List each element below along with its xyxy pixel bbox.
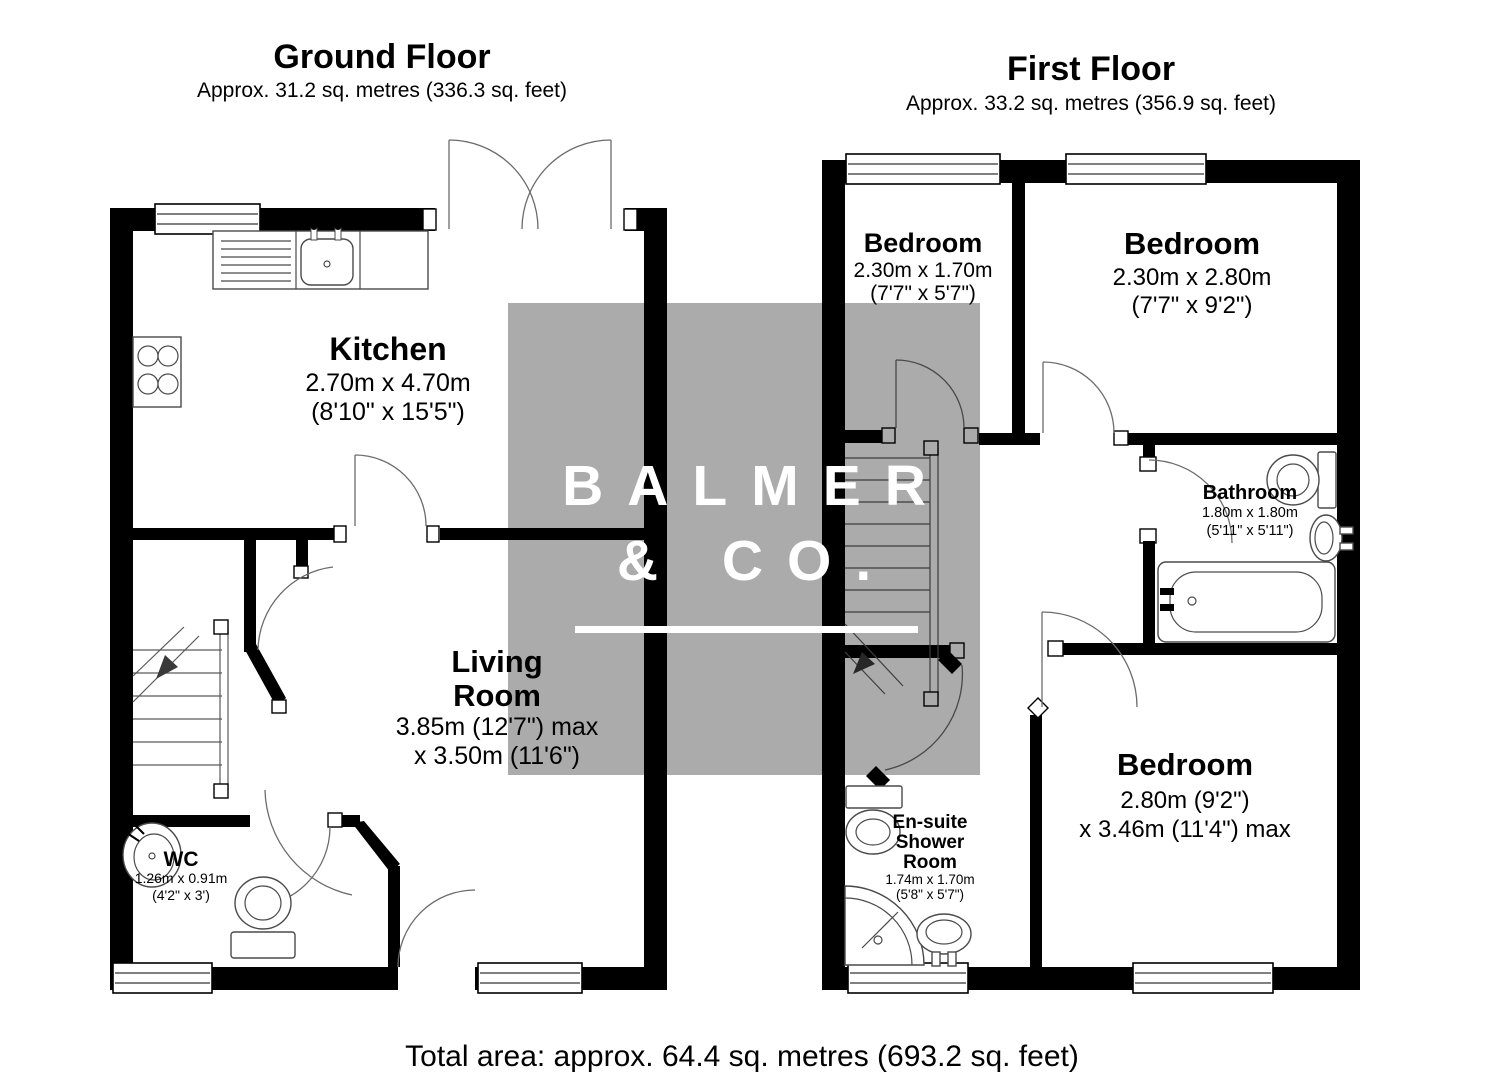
window <box>477 962 583 994</box>
ensuite-sink-icon <box>916 913 972 967</box>
room-dims-imperial: (8'10" x 15'5") <box>311 398 465 426</box>
hob-icon <box>132 336 182 408</box>
first-floor-subtitle: Approx. 33.2 sq. metres (356.9 sq. feet) <box>906 92 1276 115</box>
room-name: Bathroom <box>1203 482 1297 504</box>
bedroom-small-label: Bedroom 2.30m x 1.70m (7'7" x 5'7") <box>854 228 993 305</box>
room-name: Bedroom <box>864 228 983 258</box>
room-name: Shower <box>896 832 965 853</box>
room-name: WC <box>164 848 199 871</box>
wc-label: WC 1.26m x 0.91m (4'2" x 3') <box>135 848 228 903</box>
bathroom-toilet-icon <box>1266 451 1337 509</box>
watermark-box <box>508 303 980 775</box>
first-floor-title: First Floor <box>1007 50 1175 88</box>
room-dims-metric: 2.70m x 4.70m <box>305 369 470 397</box>
room-dims: 3.85m (12'7") max <box>396 713 599 741</box>
room-name: Bedroom <box>1117 747 1253 782</box>
watermark-line1: BALMER <box>562 454 950 518</box>
watermark-underline <box>575 626 918 633</box>
room-name: Bedroom <box>1124 226 1260 261</box>
room-name: En-suite <box>893 812 968 833</box>
toilet-icon <box>230 876 296 959</box>
room-dims: 2.80m (9'2") <box>1120 787 1249 814</box>
room-name: Room <box>453 678 541 713</box>
room-dims-imperial: (7'7" x 5'7") <box>870 282 976 305</box>
bedroom-front-label: Bedroom 2.30m x 2.80m (7'7" x 9'2") <box>1113 226 1272 319</box>
ensuite-label: En-suite Shower Room 1.74m x 1.70m (5'8"… <box>885 812 974 902</box>
room-dims-metric: 1.74m x 1.70m <box>885 872 974 887</box>
living-room-label: Living Room 3.85m (12'7") max x 3.50m (1… <box>396 644 599 770</box>
ensuite-toilet-icon <box>845 785 903 855</box>
ground-floor-windows <box>112 203 583 994</box>
ground-floor-doors <box>249 454 476 968</box>
window <box>154 203 261 235</box>
window <box>112 962 213 994</box>
room-dims-metric: 1.26m x 0.91m <box>135 870 228 886</box>
wc-sink-icon <box>122 820 182 888</box>
kitchen-counter <box>212 224 429 290</box>
first-floor-windows <box>845 153 1274 994</box>
labels: Ground Floor Approx. 31.2 sq. metres (33… <box>135 38 1298 1073</box>
room-name: Living <box>451 644 542 679</box>
window <box>845 153 1001 185</box>
french-doors <box>448 139 612 230</box>
watermark-line2: & CO. <box>617 529 895 593</box>
drainer-icon <box>221 240 291 282</box>
watermark: BALMER & CO. <box>508 303 980 775</box>
room-dims-metric: 1.80m x 1.80m <box>1202 505 1298 521</box>
room-dims-imperial: (5'11" x 5'11") <box>1206 523 1293 539</box>
total-area-text: Total area: approx. 64.4 sq. metres (693… <box>405 1040 1079 1073</box>
kitchen-sink-icon <box>300 224 354 286</box>
room-name: Room <box>903 852 957 873</box>
bedroom-main-label: Bedroom 2.80m (9'2") x 3.46m (11'4") max <box>1079 747 1290 843</box>
bathroom-sink-icon <box>1309 514 1354 562</box>
window <box>1132 962 1274 994</box>
bathtub-icon <box>1157 561 1336 643</box>
room-name: Kitchen <box>329 331 446 367</box>
room-dims: x 3.50m (11'6") <box>414 742 580 770</box>
ground-floor-title: Ground Floor <box>273 38 490 76</box>
window <box>847 962 969 994</box>
room-dims-metric: 2.30m x 2.80m <box>1113 264 1272 291</box>
ground-floor-stairs <box>132 619 229 799</box>
window <box>1065 153 1207 185</box>
ground-floor-subtitle: Approx. 31.2 sq. metres (336.3 sq. feet) <box>197 79 567 102</box>
room-dims-imperial: (7'7" x 9'2") <box>1132 292 1253 319</box>
bathroom-label: Bathroom 1.80m x 1.80m (5'11" x 5'11") <box>1202 482 1298 539</box>
room-dims-metric: 2.30m x 1.70m <box>854 259 993 282</box>
room-dims: x 3.46m (11'4") max <box>1079 816 1290 843</box>
room-dims-imperial: (4'2" x 3') <box>152 887 210 903</box>
kitchen-label: Kitchen 2.70m x 4.70m (8'10" x 15'5") <box>305 331 470 426</box>
room-dims-imperial: (5'8" x 5'7") <box>896 887 964 902</box>
shower-icon <box>844 885 925 966</box>
